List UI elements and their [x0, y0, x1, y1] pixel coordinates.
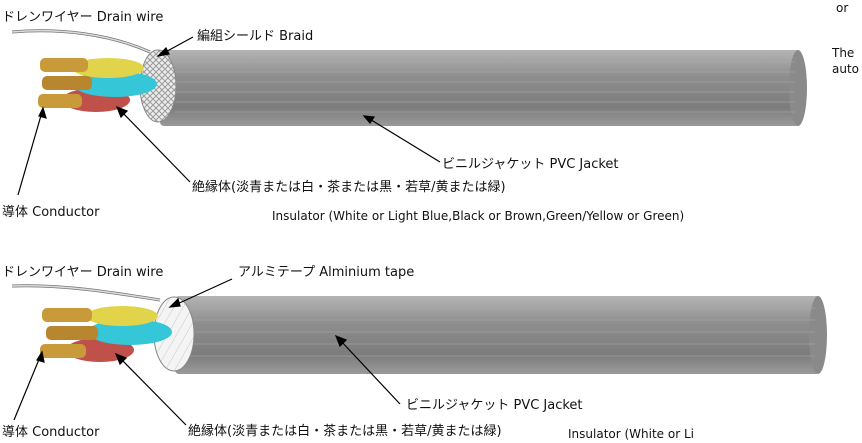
bottom-arrows — [13, 278, 401, 426]
top-cable — [11, 29, 807, 126]
bottom-cable — [11, 284, 827, 374]
side-text-line2: auto — [832, 62, 860, 76]
bottom-jacket — [175, 296, 820, 374]
bottom-drain-wire-label: ドレンワイヤー Drain wire — [2, 265, 164, 280]
top-conductor — [40, 58, 88, 72]
top-braid-label: 編組シールド Braid — [197, 29, 314, 44]
bottom-jacket-end — [809, 296, 827, 374]
top-core-cyan — [73, 71, 157, 97]
bottom-core-cyan — [88, 319, 172, 345]
top-arrows — [17, 36, 441, 196]
bottom-conductor-label: 導体 Conductor — [2, 425, 100, 440]
bottom-drain-wire — [11, 284, 161, 302]
top-insulator-jp-label: 絶縁体(淡青または白・茶または黒・若草/黄または緑) — [192, 180, 506, 195]
top-drain-wire-label: ドレンワイヤー Drain wire — [2, 10, 164, 25]
top-core-yellow — [72, 58, 144, 78]
top-conductor-label: 導体 Conductor — [2, 205, 100, 220]
top-jacket-end — [789, 50, 807, 126]
side-fragment: or — [836, 1, 849, 15]
top-insulator-en-label: Insulator (White or Light Blue,Black or … — [272, 209, 685, 223]
top-jacket — [160, 50, 800, 126]
bottom-jacket-label: ビニルジャケット PVC Jacket — [406, 398, 583, 413]
top-jacket-label: ビニルジャケット PVC Jacket — [442, 157, 619, 172]
bottom-conductor — [42, 308, 92, 322]
bottom-insulator-en-label: Insulator (White or Li — [568, 427, 694, 441]
side-text-line1: The — [832, 46, 855, 60]
bottom-core-yellow — [86, 306, 158, 326]
bottom-tape-label: アルミテープ Alminium tape — [238, 265, 415, 280]
bottom-insulator-jp-label: 絶縁体(淡青または白・茶または黒・若草/黄または緑) — [188, 424, 502, 439]
